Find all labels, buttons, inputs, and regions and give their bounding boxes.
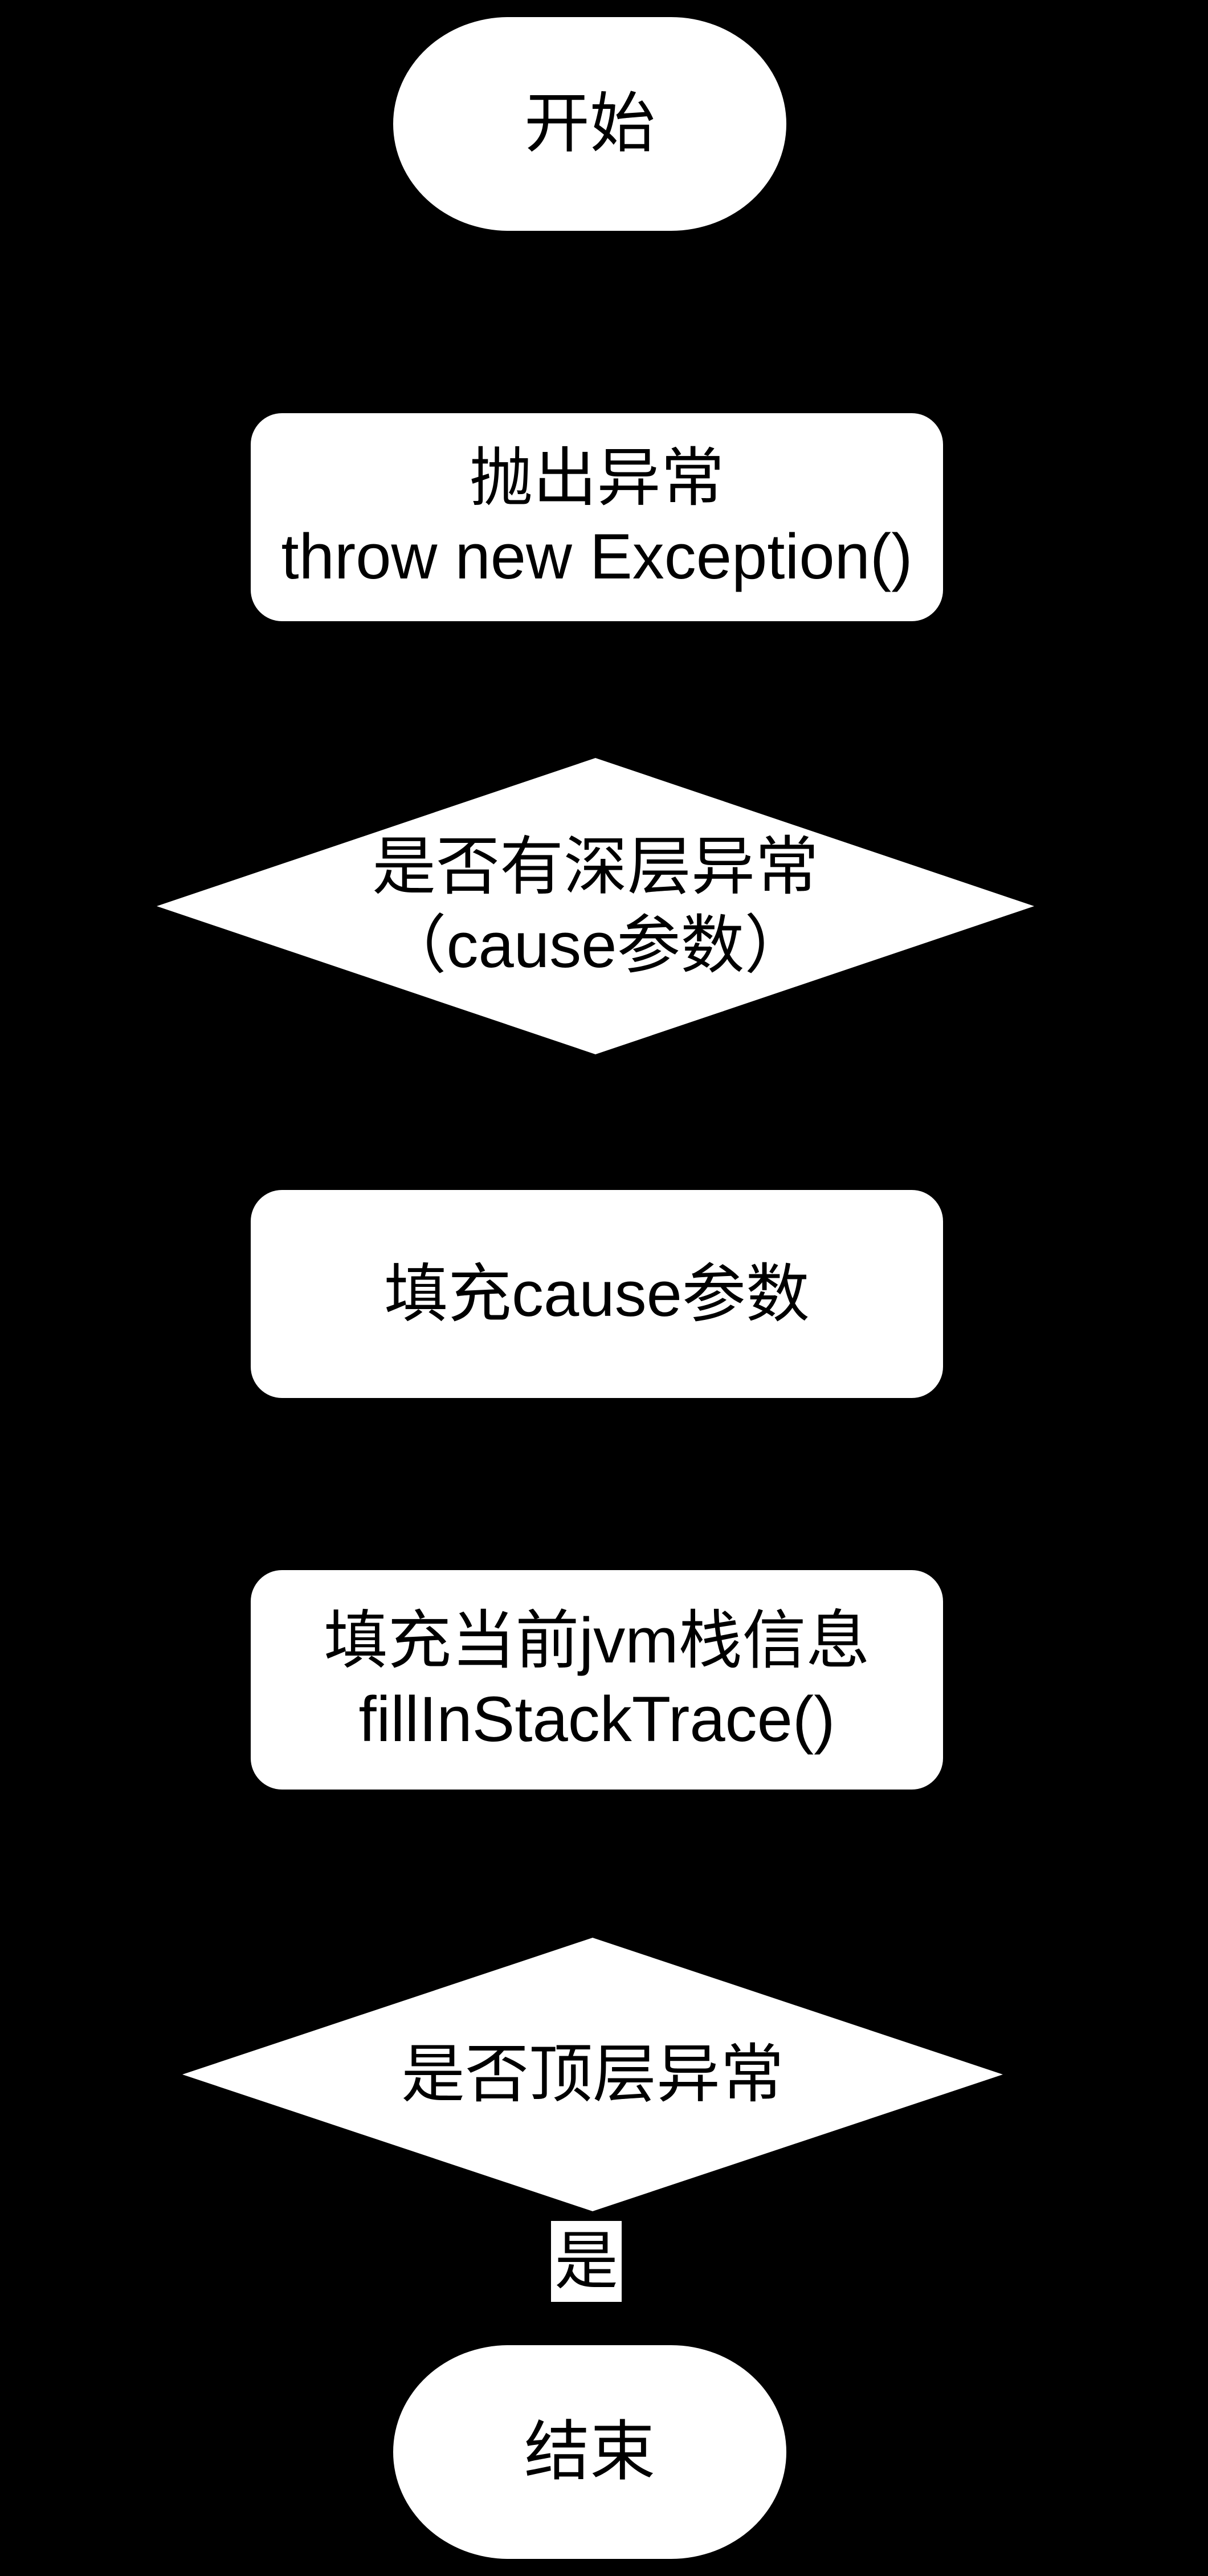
edge-label-text: 是 <box>554 2226 618 2297</box>
node-label: 是否顶层异常 <box>401 2039 784 2110</box>
node-label: 结束 <box>524 2415 655 2488</box>
node-label-line1: 抛出异常 <box>469 442 725 513</box>
node-label: 填充cause参数 <box>384 1258 810 1330</box>
node-label-line2: fillInStackTrace() <box>358 1683 835 1755</box>
fill-cause-process-node: 填充cause参数 <box>251 1190 943 1398</box>
fill-stacktrace-process-node: 填充当前jvm栈信息 fillInStackTrace() <box>251 1570 943 1790</box>
throw-exception-process-node: 抛出异常 throw new Exception() <box>251 413 943 621</box>
top-level-exception-decision-node: 是否顶层异常 <box>182 1938 1003 2211</box>
end-terminator-node: 结束 <box>393 2345 786 2559</box>
node-label-line2: （cause参数） <box>382 910 809 981</box>
node-label-line1: 是否有深层异常 <box>372 831 819 903</box>
deep-cause-decision-node: 是否有深层异常 （cause参数） <box>157 758 1034 1054</box>
node-label-line1: 填充当前jvm栈信息 <box>324 1604 870 1676</box>
yes-edge-label: 是 <box>551 2221 622 2302</box>
node-label: 开始 <box>524 87 655 160</box>
node-label-line2: throw new Exception() <box>281 520 913 592</box>
start-terminator-node: 开始 <box>393 17 786 231</box>
